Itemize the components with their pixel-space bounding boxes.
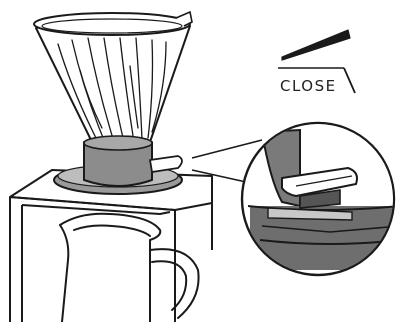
detail-magnifier (242, 110, 400, 275)
dripper-cone (34, 12, 192, 146)
close-label: CLOSE (280, 77, 337, 95)
switch-collar (54, 136, 182, 194)
close-indicator: CLOSE (278, 30, 355, 95)
close-arrow-wedge (282, 30, 350, 60)
close-bracket (344, 68, 355, 93)
server-jug (60, 214, 199, 322)
